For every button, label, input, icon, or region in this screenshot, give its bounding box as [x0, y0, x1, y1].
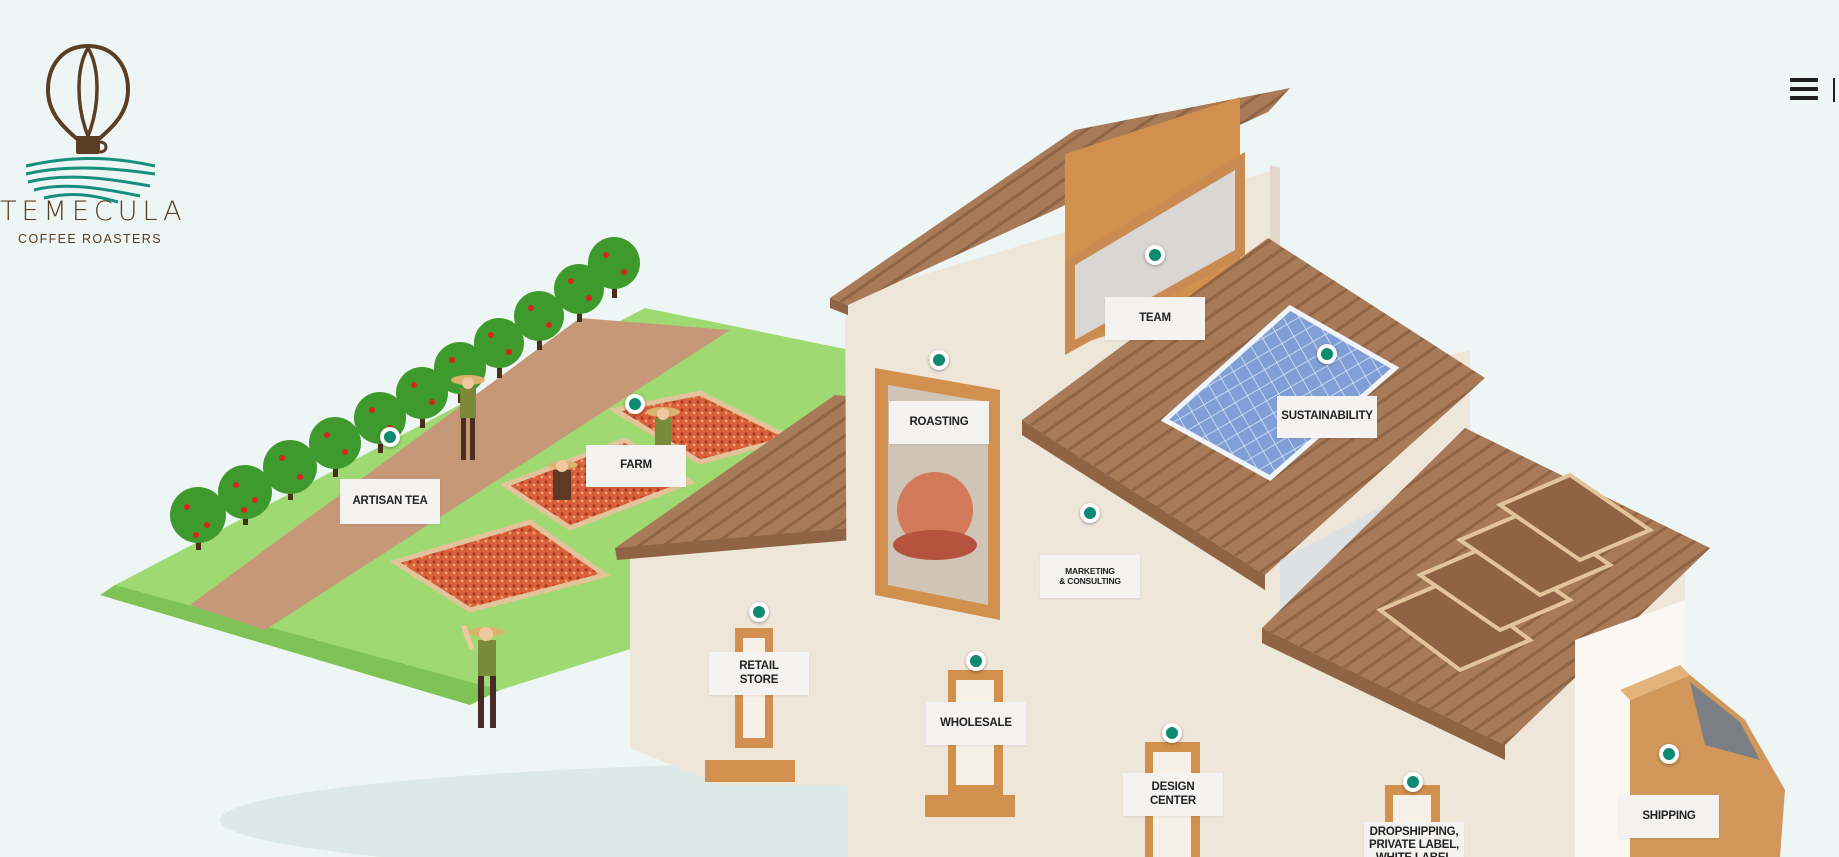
label-design-center[interactable]: DESIGN CENTER — [1123, 773, 1223, 816]
label-retail-store[interactable]: RETAIL STORE — [709, 652, 809, 695]
farmer-figure-1 — [451, 375, 485, 460]
hotspot-retail[interactable] — [749, 602, 769, 622]
brand-logo[interactable] — [0, 38, 180, 248]
label-roasting[interactable]: ROASTING — [889, 401, 989, 444]
hotspot-wholesale[interactable] — [966, 651, 986, 671]
hotspot-shipping[interactable] — [1659, 744, 1679, 764]
hotspot-artisan-tea[interactable] — [380, 427, 400, 447]
hotspot-farm[interactable] — [625, 394, 645, 414]
label-dropshipping[interactable]: DROPSHIPPING, PRIVATE LABEL, WHITE LABEL — [1364, 822, 1464, 857]
label-farm[interactable]: FARM — [586, 445, 686, 487]
menu-edge-divider — [1833, 78, 1835, 102]
menu-bar — [1790, 78, 1818, 82]
label-shipping[interactable]: SHIPPING — [1619, 795, 1719, 838]
hotspot-marketing[interactable] — [1080, 503, 1100, 523]
label-sustainability[interactable]: SUSTAINABILITY — [1277, 396, 1377, 438]
menu-bar — [1790, 87, 1818, 91]
menu-bar — [1790, 96, 1818, 100]
hotspot-team[interactable] — [1145, 245, 1165, 265]
farmer-figure-2 — [548, 460, 578, 500]
solar-panel — [1160, 304, 1400, 482]
farmer-figure-3 — [646, 407, 680, 448]
hotspot-dropshipping[interactable] — [1403, 772, 1423, 792]
label-marketing-consulting[interactable]: MARKETING & CONSULTING — [1040, 555, 1140, 598]
label-team[interactable]: TEAM — [1105, 297, 1205, 340]
farmer-figure-waving — [461, 624, 504, 728]
hamburger-menu-icon[interactable] — [1790, 78, 1818, 104]
hotspot-roasting[interactable] — [929, 350, 949, 370]
farm-path — [190, 318, 730, 630]
coffee-trees — [170, 237, 640, 550]
right-building — [1262, 428, 1710, 857]
flower-bed-1 — [389, 519, 611, 613]
brand-subtitle: COFFEE ROASTERS — [18, 232, 162, 246]
label-wholesale[interactable]: WHOLESALE — [926, 702, 1026, 745]
label-artisan-tea[interactable]: ARTISAN TEA — [340, 479, 440, 524]
hotspot-design-center[interactable] — [1162, 723, 1182, 743]
hotspot-sustainability[interactable] — [1317, 344, 1337, 364]
brand-name: TEMECULA — [0, 196, 187, 227]
farm-field — [100, 308, 850, 705]
